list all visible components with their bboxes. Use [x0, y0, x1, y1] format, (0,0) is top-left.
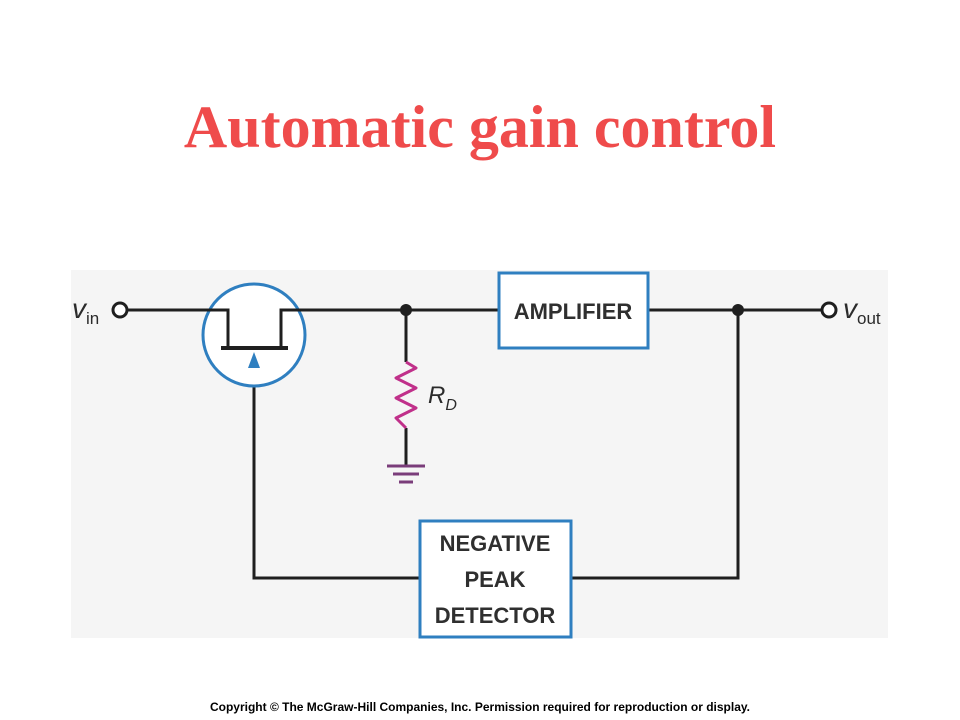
input-label: vin [72, 293, 99, 328]
detector-label-line-2: PEAK [464, 567, 525, 592]
output-terminal [820, 301, 838, 319]
detector-label-line-1: NEGATIVE [440, 531, 551, 556]
input-terminal [111, 301, 129, 319]
negative-peak-detector-block: NEGATIVE PEAK DETECTOR [418, 519, 573, 639]
wire-feedback-gate [252, 372, 420, 580]
input-label-symbol: v [72, 293, 88, 324]
copyright-notice: Copyright © The McGraw-Hill Companies, I… [209, 700, 751, 714]
amplifier-label: AMPLIFIER [514, 299, 633, 324]
gate-arrow-icon [248, 352, 260, 368]
resistor-label-symbol: R [428, 382, 445, 409]
output-label-symbol: v [843, 293, 859, 324]
output-label: vout [843, 293, 881, 328]
output-label-subscript: out [857, 309, 881, 328]
resistor-label: RD [428, 382, 457, 414]
ground-icon [387, 464, 425, 484]
resistor-label-subscript: D [445, 397, 457, 414]
junction-dot-output [732, 304, 744, 316]
jfet-symbol [201, 282, 307, 388]
slide-title: Automatic gain control [183, 94, 777, 160]
detector-label-line-3: DETECTOR [435, 603, 556, 628]
amplifier-block: AMPLIFIER [497, 271, 650, 350]
input-label-subscript: in [86, 309, 99, 328]
wire-feedback-output [571, 310, 740, 580]
resistor-symbol [394, 360, 418, 430]
junction-dot-resistor [400, 304, 412, 316]
